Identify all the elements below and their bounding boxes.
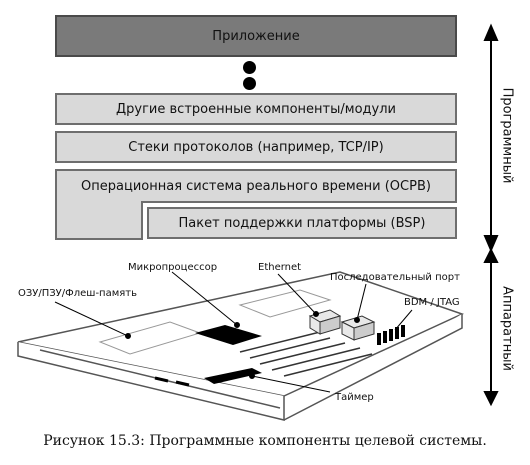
embedded-components-label: Другие встроенные компоненты/модули	[116, 101, 396, 117]
board-dashes	[154, 376, 190, 387]
serial-port-connector	[340, 315, 376, 341]
timer-chip	[204, 368, 262, 384]
memory-label: ОЗУ/ПЗУ/Флеш-память	[18, 288, 137, 299]
serial-port-label: Последовательный порт	[330, 272, 460, 283]
bdm-jtag-label: BDM / JTAG	[404, 297, 460, 308]
leader-lines	[54, 271, 413, 393]
microprocessor-chip	[195, 325, 262, 345]
ethernet-label: Ethernet	[258, 262, 302, 273]
application-layer: Приложение	[55, 15, 457, 57]
embedded-components-layer: Другие встроенные компоненты/модули	[55, 93, 457, 125]
ellipsis-dot	[243, 61, 256, 74]
application-label: Приложение	[212, 28, 300, 44]
software-arrow	[483, 23, 499, 253]
rtos-label: Операционная система реального времени (…	[81, 178, 431, 194]
figure-caption: Рисунок 15.3: Программные компоненты цел…	[43, 433, 487, 449]
protocol-stacks-label: Стеки протоколов (например, TCP/IP)	[128, 139, 384, 155]
microprocessor-label: Микропроцессор	[128, 262, 218, 273]
bsp-layer: Пакет поддержки платформы (BSP)	[147, 207, 457, 239]
board-traces	[239, 331, 373, 377]
bsp-label: Пакет поддержки платформы (BSP)	[178, 215, 426, 231]
rtos-label-box: Операционная система реального времени (…	[56, 170, 456, 202]
hardware-side-label: Аппаратный	[499, 286, 515, 371]
ethernet-connector	[308, 309, 342, 335]
timer-label: Таймер	[335, 392, 374, 403]
bdm-jtag-connector	[377, 325, 405, 345]
rtos-layer	[55, 169, 457, 240]
software-side-label: Программный	[499, 87, 515, 184]
protocol-stacks-layer: Стеки протоколов (например, TCP/IP)	[55, 131, 457, 163]
hardware-arrow	[483, 247, 499, 407]
ellipsis-dot	[243, 77, 256, 90]
